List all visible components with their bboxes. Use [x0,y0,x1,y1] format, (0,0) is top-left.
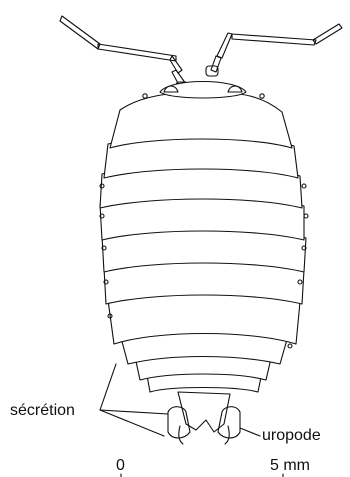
scale-bar: 0 5 mm [116,457,310,477]
head [160,82,246,99]
right-antenna [206,24,342,76]
scale-end: 5 mm [270,457,310,474]
left-antenna [60,16,188,92]
uropode-label: uropode [262,427,321,444]
secretion-label: sécrétion [10,402,75,419]
uropode-callout: uropode [240,427,321,444]
scale-start: 0 [116,457,125,474]
body [100,82,308,445]
